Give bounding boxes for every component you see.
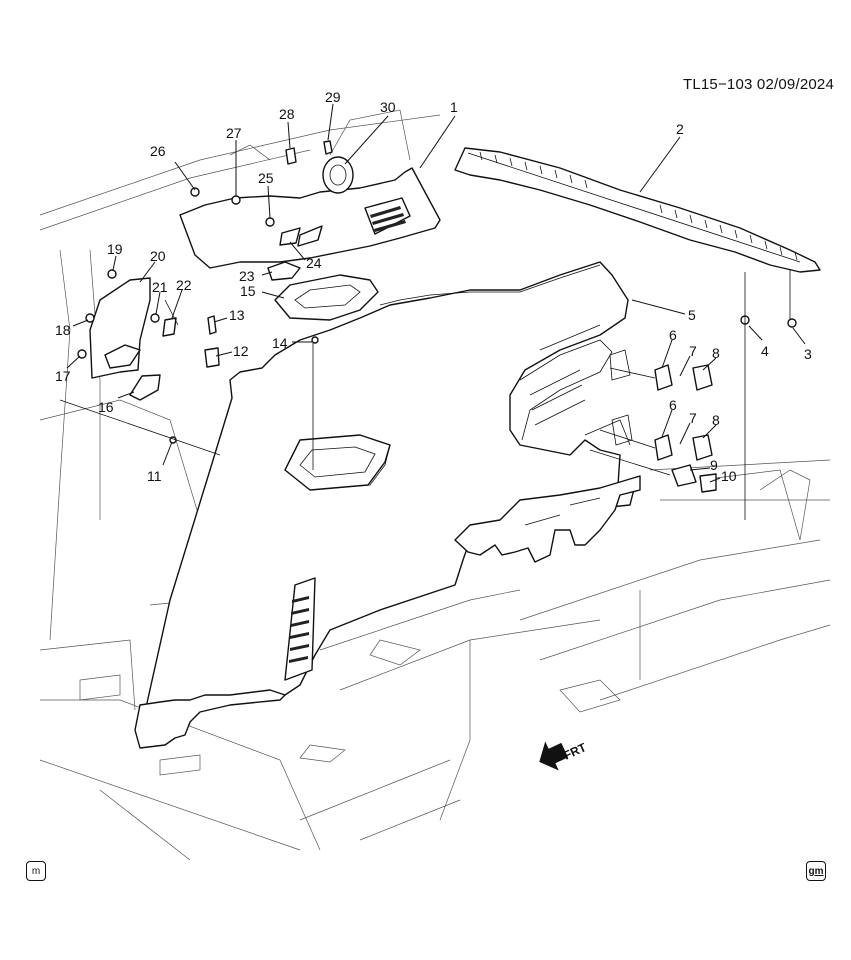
callout-21: 21 xyxy=(152,279,168,295)
callouts: 1 2 3 4 5 6 7 8 6 7 8 9 10 11 12 13 14 1… xyxy=(55,89,812,484)
callout-19: 19 xyxy=(107,241,123,257)
callout-16: 16 xyxy=(98,399,114,415)
drawing-header: TL15−103 02/09/2024 xyxy=(604,76,834,93)
callout-28: 28 xyxy=(279,106,295,122)
callout-6a: 6 xyxy=(669,327,677,343)
part-30-speaker xyxy=(322,156,354,194)
callout-27: 27 xyxy=(226,125,242,141)
callout-6b: 6 xyxy=(669,397,677,413)
callout-10: 10 xyxy=(721,468,737,484)
lower-vent-slats xyxy=(289,596,309,663)
callout-1: 1 xyxy=(450,99,458,115)
callout-24: 24 xyxy=(306,255,322,271)
leader-guide-lines xyxy=(59,270,791,520)
callout-5: 5 xyxy=(688,307,696,323)
callout-13: 13 xyxy=(229,307,245,323)
m-logo-text: m xyxy=(31,866,41,877)
drawing-code: TL15−103 xyxy=(682,76,753,93)
callout-3: 3 xyxy=(804,346,812,362)
callout-14: 14 xyxy=(272,335,288,351)
callout-17: 17 xyxy=(55,368,71,384)
callout-9: 9 xyxy=(710,457,718,473)
callout-11: 11 xyxy=(147,468,162,484)
m-logo-icon: m xyxy=(26,861,46,881)
callout-23: 23 xyxy=(239,268,255,284)
callout-25: 25 xyxy=(258,170,274,186)
callout-26: 26 xyxy=(150,143,166,159)
part-15-grab-handle xyxy=(274,274,379,321)
callout-4: 4 xyxy=(761,343,769,359)
gm-logo-text: gm xyxy=(808,866,824,877)
callout-22: 22 xyxy=(176,277,192,293)
upper-rail-ribs xyxy=(479,151,798,261)
callout-12: 12 xyxy=(233,343,249,359)
callout-8a: 8 xyxy=(712,345,720,361)
front-direction-label: FRT xyxy=(561,740,589,763)
drawing-date: 02/09/2024 xyxy=(756,76,834,93)
callout-7b: 7 xyxy=(689,410,697,426)
callout-2: 2 xyxy=(676,121,684,137)
vehicle-body-background xyxy=(39,109,831,861)
callout-29: 29 xyxy=(325,89,341,105)
gm-logo-icon: gm xyxy=(806,861,826,881)
fasteners xyxy=(77,140,797,493)
callout-18: 18 xyxy=(55,322,71,338)
callout-20: 20 xyxy=(150,248,166,264)
part-1-upper-trim-panel xyxy=(179,167,441,269)
callout-8b: 8 xyxy=(712,412,720,428)
callout-7a: 7 xyxy=(689,343,697,359)
callout-30: 30 xyxy=(380,99,396,115)
front-direction-arrow: FRT xyxy=(539,740,589,771)
callout-15: 15 xyxy=(240,283,256,299)
